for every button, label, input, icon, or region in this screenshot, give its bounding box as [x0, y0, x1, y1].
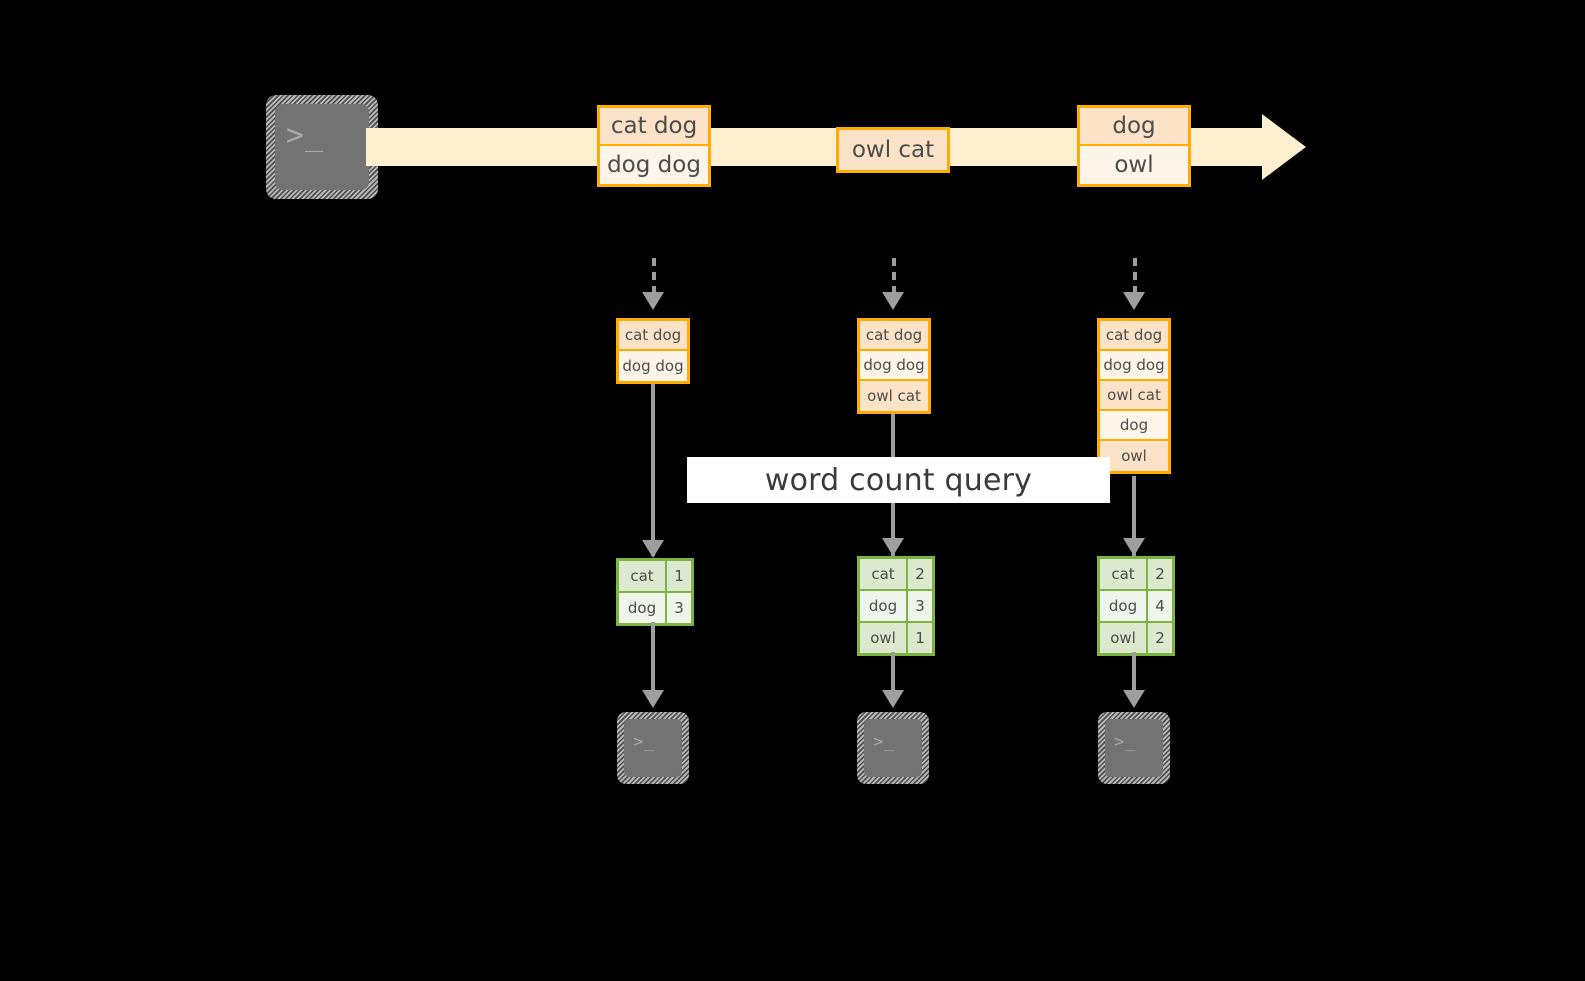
snapshot-2-sink-arrowhead	[882, 690, 904, 708]
count-word: cat	[860, 559, 908, 589]
count-value: 1	[908, 623, 932, 653]
snapshot-2-query-arrowhead	[882, 538, 904, 556]
terminal-prompt-glyph: >_	[1114, 732, 1137, 752]
snapshot-3-sink-terminal-icon: >_	[1098, 712, 1170, 784]
input-line: cat dog	[1100, 321, 1168, 351]
snapshot-1-count-table: cat 1 dog 3	[616, 558, 694, 626]
snapshot-1-input-table: cat dog dog dog	[616, 318, 690, 384]
stream-to-snapshot-arrowhead-2	[882, 292, 904, 310]
stream-to-snapshot-arrowhead-1	[642, 292, 664, 310]
count-word: owl	[1100, 623, 1148, 653]
count-row: owl 2	[1100, 623, 1172, 653]
count-row: dog 3	[619, 593, 691, 623]
input-line: cat dog	[860, 321, 928, 351]
count-row: dog 4	[1100, 591, 1172, 623]
stream-record-3: dog owl	[1077, 105, 1191, 187]
input-line: dog dog	[860, 351, 928, 381]
snapshot-1-sink-connector	[651, 622, 655, 700]
input-line: owl cat	[1100, 381, 1168, 411]
record-line: dog	[1080, 108, 1188, 146]
snapshot-3-count-table: cat 2 dog 4 owl 2	[1097, 556, 1175, 656]
terminal-prompt-glyph: >_	[286, 118, 325, 153]
snapshot-2-sink-terminal-icon: >_	[857, 712, 929, 784]
input-line: dog dog	[619, 351, 687, 381]
count-value: 3	[667, 593, 691, 623]
stream-to-snapshot-connector-1	[652, 258, 656, 294]
stream-record-2: owl cat	[836, 127, 950, 173]
count-word: cat	[619, 561, 667, 591]
count-row: cat 2	[860, 559, 932, 591]
terminal-screen	[1105, 719, 1163, 777]
input-line: dog	[1100, 411, 1168, 441]
record-line: dog dog	[600, 146, 708, 184]
input-line: owl cat	[860, 381, 928, 411]
stream-arrowhead	[1262, 114, 1306, 180]
input-line: owl	[1100, 441, 1168, 471]
count-row: cat 1	[619, 561, 691, 593]
snapshot-2-count-table: cat 2 dog 3 owl 1	[857, 556, 935, 656]
source-terminal-icon: >_	[266, 95, 378, 199]
count-value: 1	[667, 561, 691, 591]
count-word: cat	[1100, 559, 1148, 589]
snapshot-1-query-connector	[651, 384, 655, 556]
snapshot-3-sink-arrowhead	[1123, 690, 1145, 708]
record-line: owl cat	[839, 130, 947, 170]
terminal-screen	[275, 104, 369, 190]
count-row: owl 1	[860, 623, 932, 653]
count-row: dog 3	[860, 591, 932, 623]
count-value: 2	[908, 559, 932, 589]
count-value: 2	[1148, 559, 1172, 589]
count-value: 3	[908, 591, 932, 621]
snapshot-1-query-arrowhead	[642, 540, 664, 558]
query-label-band: word count query	[687, 457, 1110, 503]
stream-record-1: cat dog dog dog	[597, 105, 711, 187]
terminal-prompt-glyph: >_	[633, 732, 656, 752]
snapshot-2-input-table: cat dog dog dog owl cat	[857, 318, 931, 414]
terminal-prompt-glyph: >_	[873, 732, 896, 752]
count-word: dog	[619, 593, 667, 623]
query-label-text: word count query	[764, 462, 1033, 498]
stream-to-snapshot-arrowhead-3	[1123, 292, 1145, 310]
count-value: 4	[1148, 591, 1172, 621]
stream-to-snapshot-connector-2	[892, 258, 896, 294]
terminal-screen	[624, 719, 682, 777]
snapshot-1-sink-terminal-icon: >_	[617, 712, 689, 784]
input-line: cat dog	[619, 321, 687, 351]
terminal-screen	[864, 719, 922, 777]
snapshot-3-query-arrowhead	[1123, 538, 1145, 556]
count-word: owl	[860, 623, 908, 653]
snapshot-2-sink-connector	[891, 652, 895, 700]
input-line: dog dog	[1100, 351, 1168, 381]
snapshot-3-sink-connector	[1132, 652, 1136, 700]
count-word: dog	[1100, 591, 1148, 621]
record-line: cat dog	[600, 108, 708, 146]
record-line: owl	[1080, 146, 1188, 184]
stream-to-snapshot-connector-3	[1133, 258, 1137, 294]
count-row: cat 2	[1100, 559, 1172, 591]
snapshot-3-input-table: cat dog dog dog owl cat dog owl	[1097, 318, 1171, 474]
snapshot-3-query-connector	[1132, 476, 1136, 556]
count-word: dog	[860, 591, 908, 621]
count-value: 2	[1148, 623, 1172, 653]
snapshot-1-sink-arrowhead	[642, 690, 664, 708]
